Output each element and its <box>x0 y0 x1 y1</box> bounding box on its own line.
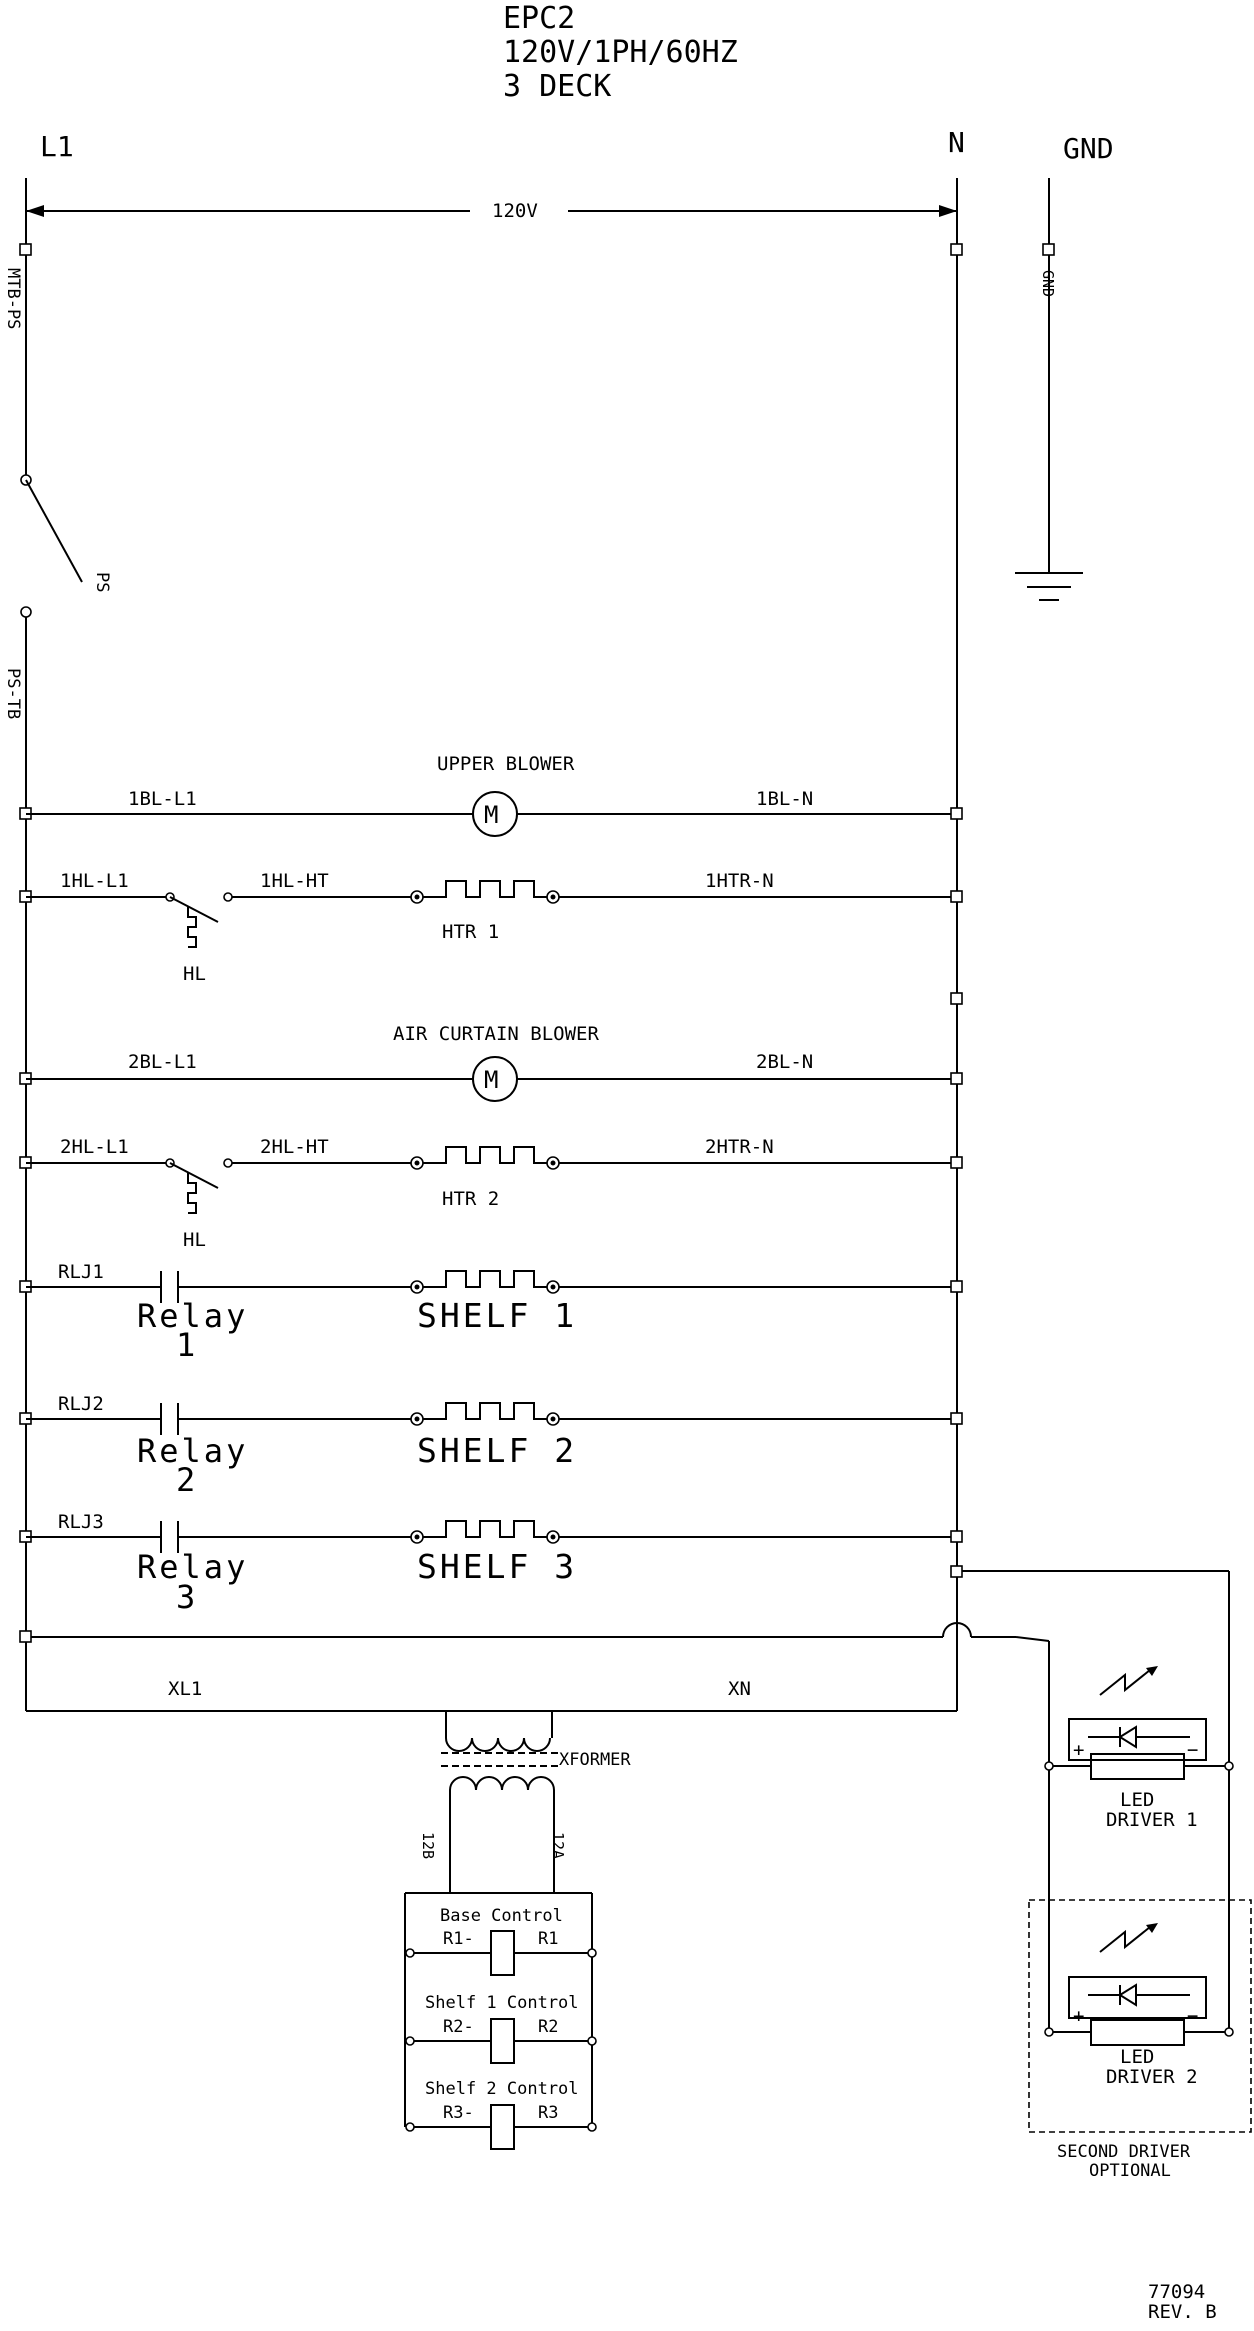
led-feed-wires <box>19 1565 1230 2032</box>
led1-plus: + <box>1073 1739 1084 1761</box>
shelf2-name: SHELF 2 <box>417 1431 577 1470</box>
voltage-label: 120V <box>492 200 538 222</box>
relay3-label: Relay <box>137 1548 248 1586</box>
wire-xl1: XL1 <box>168 1678 202 1700</box>
label-gnd: GND <box>1063 132 1114 165</box>
upper-blower-title: UPPER BLOWER <box>437 753 575 775</box>
shelf1-control-right: R2 <box>538 2017 558 2037</box>
ground-wire-label: GND <box>1039 270 1057 297</box>
wire-1hl-ht: 1HL-HT <box>260 870 329 892</box>
air-curtain-title: AIR CURTAIN BLOWER <box>393 1023 599 1045</box>
led2-minus: − <box>1187 2005 1198 2027</box>
led1-label-line2: DRIVER 1 <box>1106 1809 1198 1831</box>
heater2-rung <box>19 1146 963 1214</box>
title-power: 120V/1PH/60HZ <box>503 35 738 70</box>
shelf2-control-label: Shelf 2 Control <box>425 2079 579 2099</box>
wire-2htr-n: 2HTR-N <box>705 1136 774 1158</box>
shelf3-name: SHELF 3 <box>417 1547 577 1586</box>
heater2-name: HTR 2 <box>442 1188 499 1210</box>
wire-2bl-n: 2BL-N <box>756 1051 813 1073</box>
upper-blower-rung <box>19 791 963 837</box>
ground-line <box>1015 178 1083 601</box>
led2-label-line2: DRIVER 2 <box>1106 2066 1198 2088</box>
wire-12a: 12A <box>549 1832 567 1859</box>
drawing-number: 77094 <box>1148 2281 1205 2303</box>
transformer <box>441 1711 558 1893</box>
heater1-rung <box>19 880 963 948</box>
wire-2bl-l1: 2BL-L1 <box>128 1051 197 1073</box>
label-n: N <box>948 126 965 159</box>
shelf1-rung <box>19 1270 963 1303</box>
wire-xn: XN <box>728 1678 751 1700</box>
shelf2-control-left: R3- <box>443 2103 474 2123</box>
heater2-limit-label: HL <box>183 1229 206 1251</box>
air-curtain-rung <box>19 1056 963 1102</box>
shelf1-name: SHELF 1 <box>417 1296 577 1335</box>
led2-plus: + <box>1073 2005 1084 2027</box>
optional-driver-box <box>1028 1899 1252 2133</box>
wire-mtb-ps: MTB-PS <box>3 268 23 329</box>
base-control-left: R1- <box>443 1929 474 1949</box>
title-model: EPC2 <box>503 1 575 36</box>
optional-note-line2: OPTIONAL <box>1089 2161 1171 2181</box>
heater1-name: HTR 1 <box>442 921 499 943</box>
wire-12b: 12B <box>419 1832 437 1859</box>
relay3-number: 3 <box>176 1578 198 1616</box>
wire-rlj2: RLJ2 <box>58 1393 104 1415</box>
air-curtain-motor-icon: M <box>484 1066 498 1094</box>
wire-rlj3: RLJ3 <box>58 1511 104 1533</box>
l1-rail <box>19 178 957 1712</box>
shelf3-rung <box>19 1520 963 1553</box>
wire-2hl-ht: 2HL-HT <box>260 1136 329 1158</box>
title-deck: 3 DECK <box>503 69 611 104</box>
wire-1htr-n: 1HTR-N <box>705 870 774 892</box>
shelf2-rung <box>19 1402 963 1435</box>
led1-minus: − <box>1187 1739 1198 1761</box>
wire-1bl-n: 1BL-N <box>756 788 813 810</box>
wire-1hl-l1: 1HL-L1 <box>60 870 129 892</box>
led-driver-2 <box>1044 1923 1234 2046</box>
optional-note-line1: SECOND DRIVER <box>1057 2142 1191 2162</box>
switch-label-ps: PS <box>92 572 112 592</box>
upper-blower-motor-icon: M <box>484 801 498 829</box>
relay1-label: Relay <box>137 1297 248 1335</box>
label-l1: L1 <box>40 130 74 163</box>
neutral-rail <box>950 178 963 1711</box>
led2-label-line1: LED <box>1120 2046 1154 2068</box>
relay1-number: 1 <box>176 1326 198 1364</box>
control-board <box>404 1892 597 2150</box>
wire-rlj1: RLJ1 <box>58 1261 104 1283</box>
power-switch <box>20 474 83 618</box>
base-control-label: Base Control <box>440 1906 563 1926</box>
voltage-dimension: 120V <box>26 200 957 222</box>
shelf1-control-left: R2- <box>443 2017 474 2037</box>
heater1-limit-label: HL <box>183 963 206 985</box>
wire-1bl-l1: 1BL-L1 <box>128 788 197 810</box>
base-control-right: R1 <box>538 1929 558 1949</box>
shelf1-control-label: Shelf 1 Control <box>425 1993 579 2013</box>
led1-label-line1: LED <box>1120 1789 1154 1811</box>
relay2-number: 2 <box>176 1461 198 1499</box>
led-driver-1 <box>1044 1666 1234 1780</box>
wire-2hl-l1: 2HL-L1 <box>60 1136 129 1158</box>
shelf2-control-right: R3 <box>538 2103 558 2123</box>
wire-ps-tb: PS-TB <box>3 668 23 719</box>
revision-label: REV. B <box>1148 2301 1217 2323</box>
transformer-label: XFORMER <box>559 1750 631 1770</box>
relay2-label: Relay <box>137 1432 248 1470</box>
